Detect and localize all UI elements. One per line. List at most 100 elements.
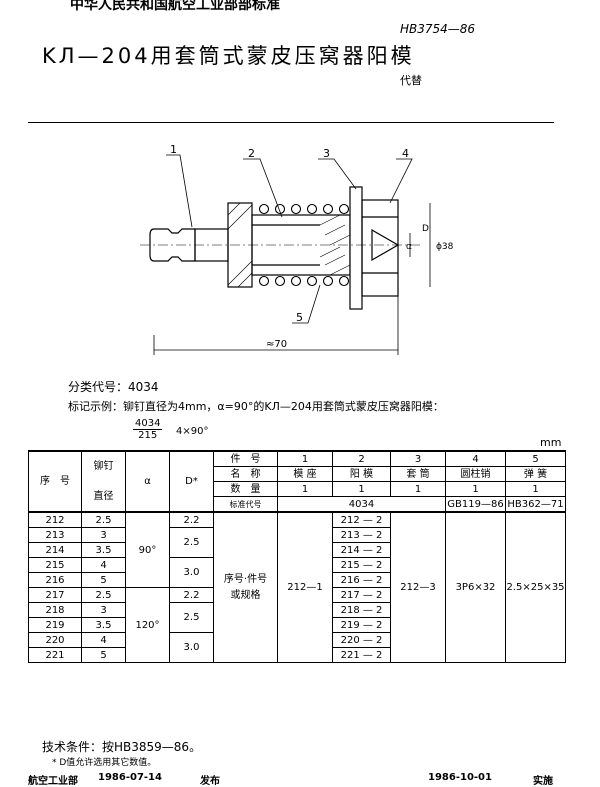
part-qty-2: 1 <box>332 481 391 497</box>
row-dia: 4 <box>81 557 126 573</box>
mold-spec: 213 — 2 <box>332 527 391 543</box>
row-seq: 215 <box>28 557 82 573</box>
row-dia: 2.5 <box>81 587 126 603</box>
D-value: 2.5 <box>169 602 214 633</box>
callout-2: 2 <box>248 147 255 160</box>
part-name-2: 阳 模 <box>332 466 391 482</box>
footer-issue-date: 1986-07-14 <box>98 772 162 783</box>
alpha-120: 120° <box>125 587 170 663</box>
header-qty: 数 量 <box>213 481 278 497</box>
mold-spec: 219 — 2 <box>332 617 391 633</box>
std-pin: GB119—86 <box>445 496 506 513</box>
callout-1: 1 <box>170 145 177 156</box>
d-value-note: * D值允许选用其它数值。 <box>52 758 157 768</box>
header-std: 标准代号 <box>213 496 278 513</box>
part-name-1: 模 座 <box>277 466 333 482</box>
marking-fraction: 4034 215 <box>133 418 163 441</box>
part-no-4: 4 <box>445 450 506 467</box>
row-seq: 219 <box>28 617 82 633</box>
part-no-3: 3 <box>390 450 446 467</box>
std-spring: HB362—71 <box>505 496 566 513</box>
sleeve-spec: 212—3 <box>390 511 446 663</box>
part-name-4: 圆柱销 <box>445 466 506 482</box>
header-part-no: 件 号 <box>213 450 278 467</box>
mold-spec: 220 — 2 <box>332 632 391 648</box>
header-rule <box>28 122 554 123</box>
footer-issue-label: 发布 <box>200 776 220 787</box>
base-spec: 212—1 <box>277 511 333 663</box>
row-dia: 3.5 <box>81 617 126 633</box>
mold-spec: 212 — 2 <box>332 511 391 528</box>
header-name: 名 称 <box>213 466 278 482</box>
row-seq: 214 <box>28 542 82 558</box>
document-title: KЛ—204用套筒式蒙皮压窝器阳模 <box>42 44 415 68</box>
fraction-numerator: 4034 <box>133 418 163 430</box>
dim-alpha: α <box>406 242 412 252</box>
alpha-90: 90° <box>125 511 170 588</box>
row-dia: 3.5 <box>81 542 126 558</box>
row-seq: 216 <box>28 572 82 588</box>
mold-spec: 221 — 2 <box>332 647 391 663</box>
callout-4: 4 <box>402 147 409 160</box>
row-dia: 2.5 <box>81 511 126 528</box>
header-rivet: 铆钉 <box>81 450 126 482</box>
row-dia: 5 <box>81 572 126 588</box>
part-no-5: 5 <box>505 450 566 467</box>
header-D: D* <box>169 450 214 513</box>
unit-label: mm <box>540 436 562 449</box>
dim-d: D <box>422 224 429 234</box>
pin-spec: 3P6×32 <box>445 511 506 663</box>
D-value: 3.0 <box>169 632 214 663</box>
part-name-3: 套 筒 <box>390 466 446 482</box>
row-dia: 4 <box>81 632 126 648</box>
header-dia: 直径 <box>81 481 126 513</box>
part-no-2: 2 <box>332 450 391 467</box>
D-value: 2.2 <box>169 511 214 528</box>
std-4034: 4034 <box>277 496 446 513</box>
dim-overall: ≈70 <box>266 339 287 350</box>
standard-number: HB3754—86 <box>400 22 476 36</box>
header-alpha: α <box>125 450 170 513</box>
D-value: 3.0 <box>169 557 214 588</box>
part-qty-1: 1 <box>277 481 333 497</box>
footer-ministry: 航空工业部 <box>28 776 78 787</box>
mold-spec: 214 — 2 <box>332 542 391 558</box>
dim-diameter: ϕ38 <box>436 242 454 252</box>
callout-5: 5 <box>296 311 303 324</box>
fraction-suffix: 4×90° <box>176 426 209 437</box>
mold-spec: 218 — 2 <box>332 602 391 618</box>
D-value: 2.5 <box>169 527 214 558</box>
row-seq: 220 <box>28 632 82 648</box>
technical-conditions: 技术条件：按HB3859—86。 <box>42 740 202 754</box>
assembly-drawing: 1 2 3 4 5 ≈70 ϕ38 D α <box>140 145 454 355</box>
row-seq: 217 <box>28 587 82 603</box>
footer-effective-label: 实施 <box>533 776 553 787</box>
row-seq: 213 <box>28 527 82 543</box>
fraction-denominator: 215 <box>138 430 158 441</box>
part-qty-5: 1 <box>505 481 566 497</box>
seq-spec-label: 序号·件号或规格 <box>213 511 278 663</box>
replaces-label: 代替 <box>400 74 422 87</box>
part-no-1: 1 <box>277 450 333 467</box>
row-dia: 3 <box>81 602 126 618</box>
marking-example: 标记示例：铆钉直径为4mm，α=90°的KЛ—204用套筒式蒙皮压窝器阳模： <box>68 400 444 413</box>
mold-spec: 217 — 2 <box>332 587 391 603</box>
row-seq: 218 <box>28 602 82 618</box>
classification-code: 分类代号：4034 <box>68 380 159 394</box>
row-dia: 3 <box>81 527 126 543</box>
part-qty-3: 1 <box>390 481 446 497</box>
mold-spec: 215 — 2 <box>332 557 391 573</box>
D-value: 2.2 <box>169 587 214 603</box>
part-name-5: 弹 簧 <box>505 466 566 482</box>
callout-3: 3 <box>323 147 330 160</box>
spring-spec: 2.5×25×35 <box>505 511 566 663</box>
spec-table: 序 号 铆钉 α D* 件 号 1 2 3 4 5 名 称 模 座 阳 模 套 … <box>28 450 566 663</box>
row-dia: 5 <box>81 647 126 663</box>
row-seq: 221 <box>28 647 82 663</box>
part-qty-4: 1 <box>445 481 506 497</box>
mold-spec: 216 — 2 <box>332 572 391 588</box>
issuer-header: 中华人民共和国航空工业部部标准 <box>70 0 280 13</box>
header-seq: 序 号 <box>28 450 82 513</box>
row-seq: 212 <box>28 511 82 528</box>
footer-effective-date: 1986-10-01 <box>428 772 492 783</box>
